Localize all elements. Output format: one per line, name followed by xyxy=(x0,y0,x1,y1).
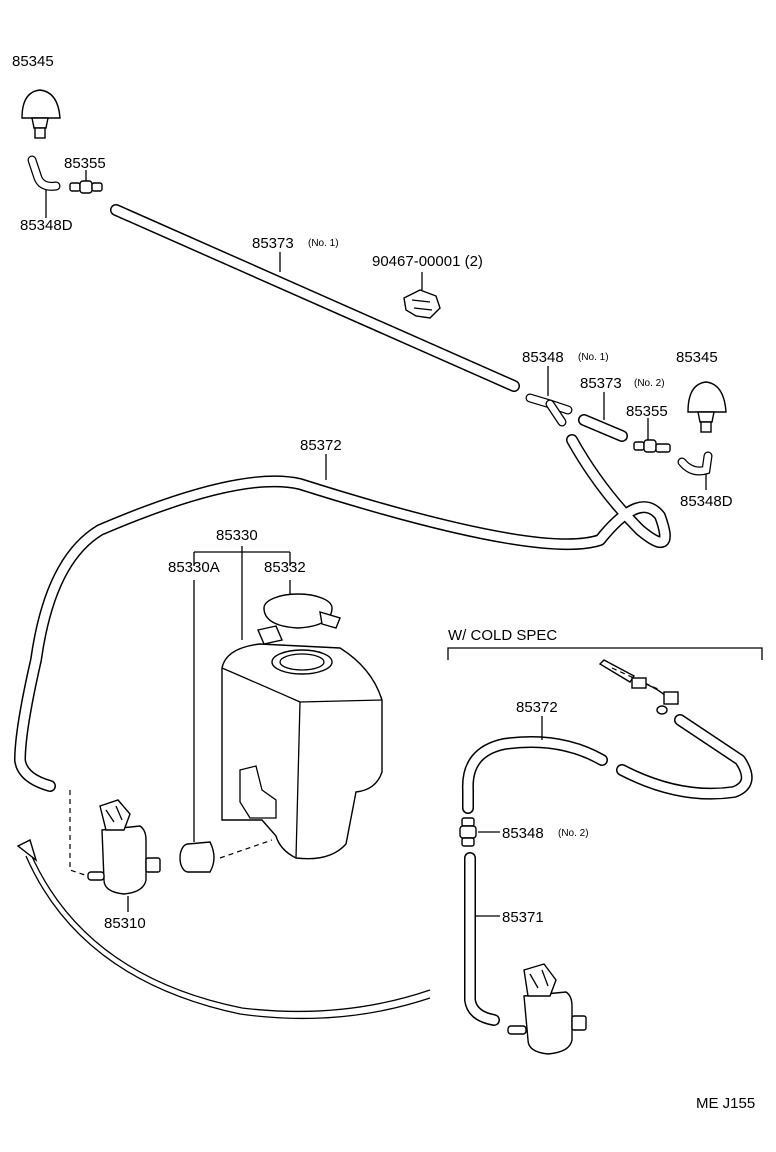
hose-85372-cold xyxy=(461,736,608,814)
elbow-hose-left xyxy=(27,155,61,191)
label-85345-right: 85345 xyxy=(676,349,718,366)
label-85310: 85310 xyxy=(104,915,146,932)
washer-pump-cold xyxy=(507,963,587,1055)
label-85345-top: 85345 xyxy=(12,53,54,70)
cold-spec-arrow xyxy=(16,839,431,1020)
label-85373-no1-sub: (No. 1) xyxy=(308,238,339,249)
label-85348-no1: 85348 xyxy=(522,349,564,366)
washer-pump-main xyxy=(87,799,161,895)
hose-85372-main xyxy=(14,434,671,792)
label-85355-right: 85355 xyxy=(626,403,668,420)
label-85332: 85332 xyxy=(264,559,306,576)
dashed-hose-pump xyxy=(69,790,89,877)
label-90467: 90467-00001 (2) xyxy=(372,253,483,270)
diagram-code: ME J155 xyxy=(696,1095,755,1112)
label-85348-no1-sub: (No. 1) xyxy=(578,352,609,363)
hose-85373-no2 xyxy=(578,414,628,442)
label-85348d-right: 85348D xyxy=(680,493,733,510)
hose-clamp xyxy=(403,289,441,319)
label-85355-top: 85355 xyxy=(64,155,106,172)
y-joint-no1 xyxy=(525,393,573,427)
label-cold-spec: W/ COLD SPEC xyxy=(448,627,557,644)
check-valve-left xyxy=(69,180,103,194)
hose-85373-no1 xyxy=(110,204,520,392)
washer-tank xyxy=(221,625,383,860)
tank-cap xyxy=(263,593,341,629)
cold-spec-bracket xyxy=(447,647,763,660)
pump-grommet xyxy=(179,841,215,873)
label-85348d-top: 85348D xyxy=(20,217,73,234)
label-85373-no1: 85373 xyxy=(252,235,294,252)
label-85372-top: 85372 xyxy=(300,437,342,454)
check-valve-right xyxy=(633,439,671,453)
label-85373-no2-sub: (No. 2) xyxy=(634,378,665,389)
joint-no2 xyxy=(459,817,477,847)
washer-nozzle-left xyxy=(21,89,61,139)
label-85372-cold: 85372 xyxy=(516,699,558,716)
hose-cold-right xyxy=(616,714,753,800)
label-85371: 85371 xyxy=(502,909,544,926)
cold-spec-connector xyxy=(598,659,679,715)
label-85330: 85330 xyxy=(216,527,258,544)
label-85373-no2: 85373 xyxy=(580,375,622,392)
label-85348-no2: 85348 xyxy=(502,825,544,842)
hose-85371 xyxy=(464,852,500,1026)
elbow-hose-right xyxy=(677,451,713,476)
washer-nozzle-right xyxy=(687,381,727,433)
dashed-grommet-tank xyxy=(219,839,273,859)
label-85348-no2-sub: (No. 2) xyxy=(558,828,589,839)
label-85330a: 85330A xyxy=(168,559,220,576)
